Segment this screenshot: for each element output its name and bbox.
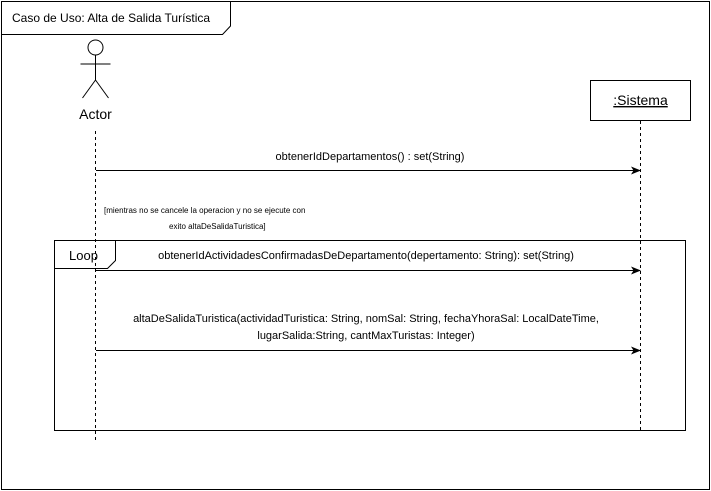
system-box: [590, 80, 691, 121]
actor-label: Actor: [79, 106, 112, 122]
actor-icon: [80, 39, 111, 99]
loop-guard-line1: [mientras no se cancele la operacion y n…: [104, 206, 305, 215]
frame-title: Caso de Uso: Alta de Salida Turística: [12, 11, 210, 25]
message-obtener-actividades-label: obtenerIdActividadesConfirmadasDeDeparta…: [158, 250, 574, 262]
loop-label: Loop: [69, 248, 98, 263]
loop-fragment: [54, 240, 686, 431]
message-alta-salida-label-line2: lugarSalida:String, cantMaxTuristas: Int…: [257, 330, 474, 342]
message-alta-salida-label-line1: altaDeSalidaTuristica(actividadTuristica…: [133, 313, 599, 325]
loop-guard-line2: exito altaDeSalidaTuristica]: [169, 222, 266, 231]
message-obtener-departamentos-label: obtenerIdDepartamentos() : set(String): [276, 151, 465, 163]
frame-title-tab: [1, 1, 231, 35]
system-label: :Sistema: [613, 92, 668, 108]
loop-label-tab: [54, 240, 116, 269]
